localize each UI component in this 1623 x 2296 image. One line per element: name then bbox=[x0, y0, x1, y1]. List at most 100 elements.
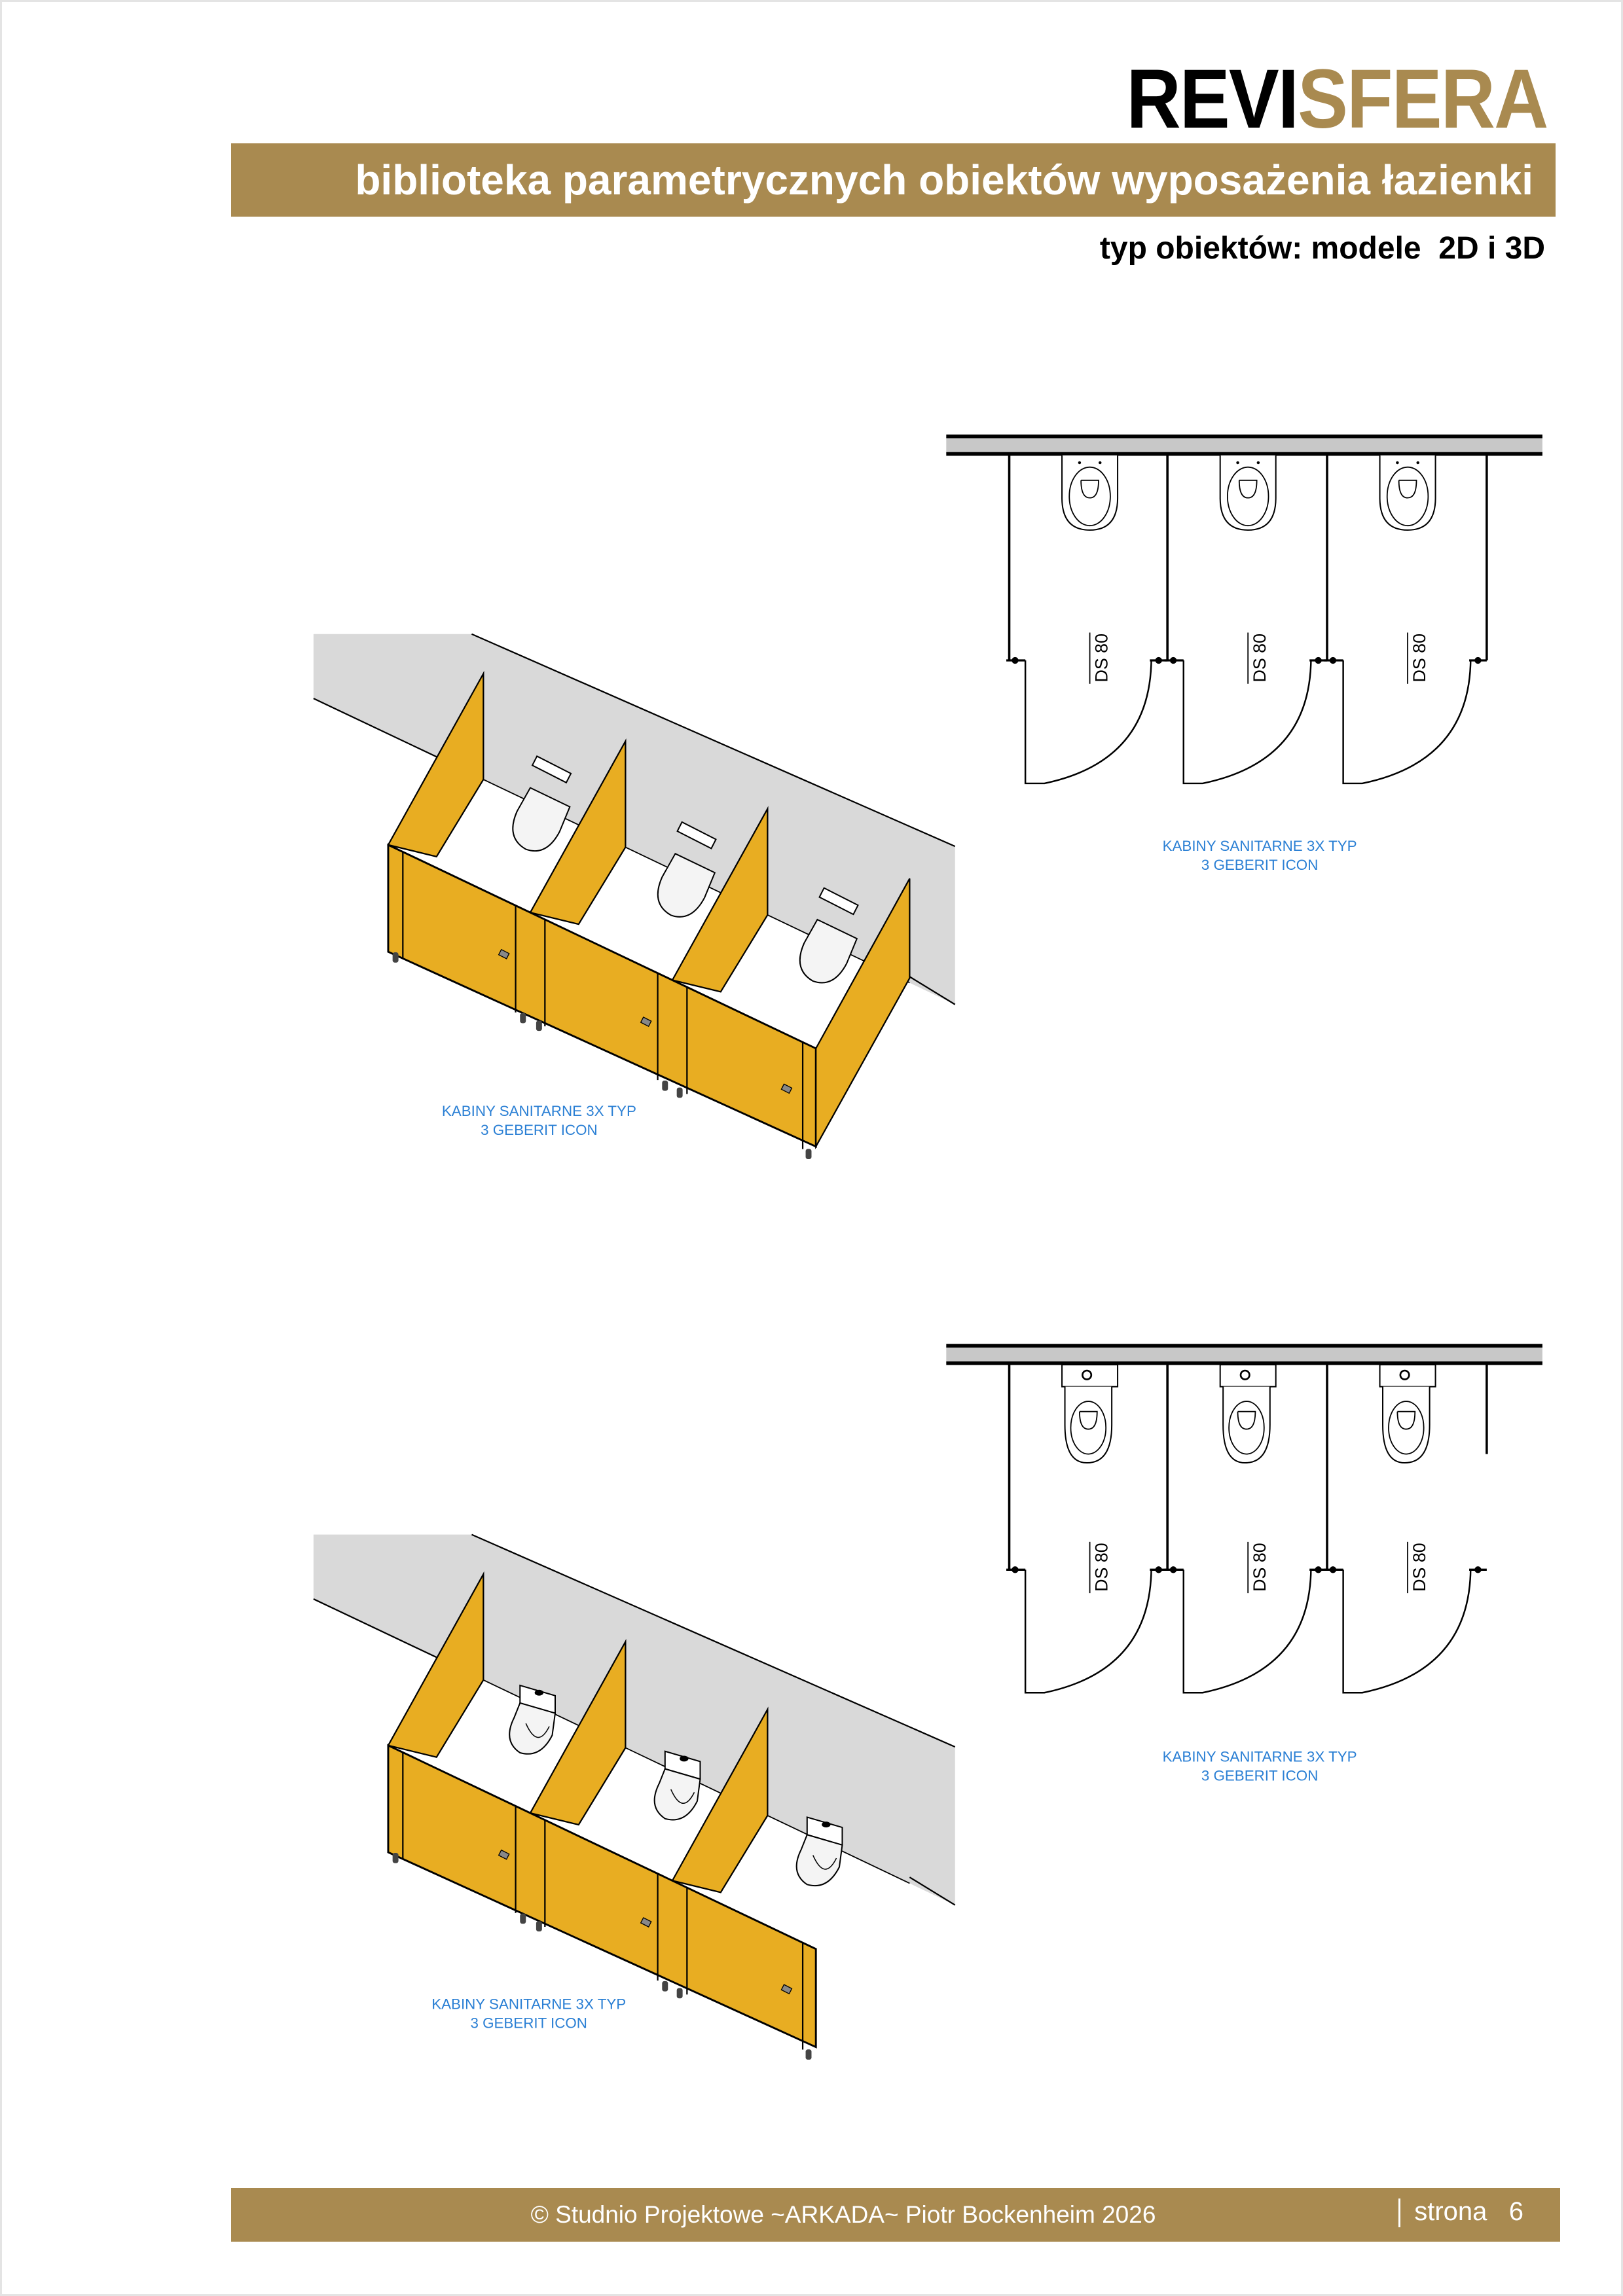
toilet-seat bbox=[1386, 466, 1429, 527]
support-leg bbox=[536, 1020, 542, 1031]
toilet-seat-line bbox=[812, 1855, 837, 1870]
toilet-opening bbox=[1398, 479, 1417, 499]
plan-top-label-2: 3 GEBERIT ICON bbox=[1201, 857, 1319, 873]
footer-copyright: © Studnio Projektowe ~ARKADA~ Piotr Bock… bbox=[530, 2201, 1156, 2228]
door-tag: DS 80 bbox=[1091, 634, 1111, 683]
toilet-seat-line bbox=[670, 1789, 695, 1804]
support-leg bbox=[536, 1921, 542, 1931]
door-tag: DS 80 bbox=[1091, 1543, 1111, 1592]
toilet-bowl bbox=[795, 1834, 843, 1887]
hinge-dot bbox=[1169, 656, 1177, 664]
partition-panel bbox=[387, 670, 484, 858]
toilet-seat bbox=[512, 787, 571, 852]
header-banner: biblioteka parametrycznych obiektów wypo… bbox=[231, 143, 1556, 217]
logo-sfera: SFERA bbox=[1298, 52, 1549, 146]
page-indicator: strona 6 bbox=[1400, 2197, 1523, 2227]
isometric-view-close-coupled bbox=[313, 1534, 956, 2060]
flush-button bbox=[822, 1821, 831, 1828]
page-number: 6 bbox=[1508, 2197, 1523, 2226]
door-swing bbox=[1024, 1570, 1152, 1694]
door-tag: DS 80 bbox=[1250, 634, 1269, 683]
support-leg bbox=[805, 2049, 812, 2060]
iso-top-label-2: 3 GEBERIT ICON bbox=[481, 1122, 598, 1138]
toilet-seat bbox=[1226, 466, 1269, 527]
door-swing bbox=[1182, 660, 1312, 785]
toilet-seat bbox=[1388, 1401, 1425, 1455]
support-leg bbox=[392, 952, 399, 963]
footer-bar: © Studnio Projektowe ~ARKADA~ Piotr Bock… bbox=[231, 2188, 1560, 2242]
wall-base-edge bbox=[909, 976, 956, 1005]
door-swing bbox=[1342, 1570, 1472, 1694]
support-leg bbox=[805, 1149, 812, 1160]
toilet-seat bbox=[657, 852, 716, 918]
support-leg bbox=[520, 1913, 526, 1924]
wall bbox=[946, 436, 1542, 454]
wall-top-edge bbox=[471, 1534, 956, 1748]
toilet-bowl bbox=[653, 1768, 701, 1821]
toilet-seat bbox=[799, 918, 858, 984]
plan-bottom-label-1: KABINY SANITARNE 3X TYP bbox=[1163, 1748, 1357, 1765]
toilet-seat bbox=[1070, 1401, 1107, 1455]
wall bbox=[946, 1346, 1542, 1363]
iso-top-label-1: KABINY SANITARNE 3X TYP bbox=[442, 1103, 636, 1119]
toilet-fix bbox=[1416, 461, 1419, 465]
door-swing bbox=[1182, 1570, 1312, 1694]
plan-top-label-1: KABINY SANITARNE 3X TYP bbox=[1163, 838, 1357, 854]
flush-button bbox=[1239, 1369, 1250, 1380]
toilet-tank bbox=[1379, 1364, 1436, 1388]
toilet-fix bbox=[1078, 461, 1082, 465]
flush-plate bbox=[676, 821, 717, 850]
toilet-fix bbox=[1236, 461, 1239, 465]
hinge-dot bbox=[1169, 1566, 1177, 1573]
door-lock-icon bbox=[498, 948, 510, 960]
door-swing bbox=[1342, 660, 1472, 785]
toilet-opening bbox=[1238, 479, 1258, 499]
wall-top-edge bbox=[471, 633, 956, 848]
toilet-fix bbox=[1396, 461, 1399, 465]
iso-bottom-label-2: 3 GEBERIT ICON bbox=[470, 2015, 587, 2032]
support-leg bbox=[520, 1013, 526, 1024]
logo-revi: REVI bbox=[1126, 52, 1299, 146]
partition-panel bbox=[529, 738, 627, 925]
flush-plate bbox=[531, 755, 572, 784]
door-lock-icon bbox=[498, 1849, 510, 1860]
hinge-dot bbox=[1329, 656, 1337, 664]
hinge-dot bbox=[1012, 656, 1019, 664]
toilet-bowl bbox=[1064, 1386, 1113, 1464]
plan-bottom-label-2: 3 GEBERIT ICON bbox=[1201, 1767, 1319, 1784]
support-leg bbox=[676, 1988, 683, 1999]
footer-separator bbox=[1398, 2198, 1400, 2227]
hinge-dot bbox=[1012, 1566, 1019, 1573]
wall-base-edge bbox=[909, 1876, 956, 1906]
partition-panel bbox=[671, 1706, 769, 1893]
flush-plate bbox=[818, 887, 859, 916]
toilet-fix bbox=[1099, 461, 1102, 465]
door-lock-icon bbox=[640, 1917, 652, 1928]
toilet-seat bbox=[1068, 466, 1111, 527]
partition-panel bbox=[387, 1571, 484, 1758]
plan-view-wall-hung: DS 80 DS 80 DS 80 bbox=[946, 434, 1542, 785]
isometric-view-wall-hung bbox=[313, 633, 956, 1160]
page-label: strona bbox=[1414, 2197, 1487, 2226]
door-lock-icon bbox=[780, 1083, 793, 1094]
door-lock-icon bbox=[640, 1016, 652, 1028]
toilet-bowl bbox=[1382, 1386, 1431, 1464]
toilet-fix bbox=[1256, 461, 1260, 465]
support-leg bbox=[392, 1852, 399, 1863]
door-lock-icon bbox=[780, 1984, 793, 1995]
flush-button bbox=[1399, 1369, 1410, 1380]
toilet-opening bbox=[1396, 1410, 1416, 1430]
toilet-seat bbox=[1228, 1401, 1265, 1455]
hinge-dot bbox=[1329, 1566, 1337, 1573]
door-tag: DS 80 bbox=[1410, 634, 1429, 683]
front-panel bbox=[387, 1744, 817, 2049]
support-leg bbox=[662, 1981, 668, 1992]
toilet-tank bbox=[1061, 1364, 1119, 1388]
partition-panel bbox=[529, 1639, 627, 1826]
toilet-opening bbox=[1237, 1410, 1256, 1430]
toilet-tank bbox=[1219, 1364, 1277, 1388]
flush-button bbox=[680, 1755, 689, 1762]
toilet-seat-line bbox=[525, 1723, 550, 1738]
